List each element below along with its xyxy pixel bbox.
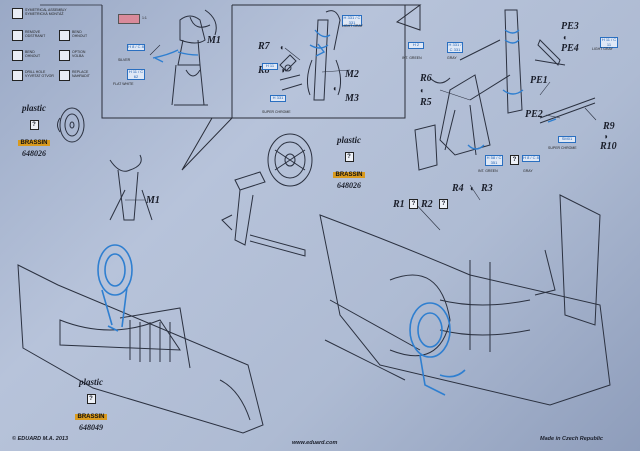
symmetry-icon-R7: ◐ — [280, 43, 285, 52]
part-label-R1: R1 — [393, 199, 405, 210]
callout-pointer — [181, 117, 240, 171]
part-label-R5: R5 — [420, 97, 432, 108]
color-callout-7: H 331 / C 331 — [447, 42, 463, 53]
color-callout-4: H 331 — [270, 95, 286, 102]
part-label-R2: R2 — [421, 199, 433, 210]
supplement-3: plastic ? BRASSIN 648049 — [75, 377, 107, 432]
option-box-R1: ? — [409, 199, 418, 209]
color-name-7: GRAY — [447, 56, 457, 60]
supplement-1: plastic ? BRASSIN 648026 — [18, 103, 50, 158]
part-label-M1-top: M1 — [207, 35, 221, 46]
option-box-sup2: ? — [344, 152, 354, 162]
part-label-R4: R4 — [452, 183, 464, 194]
color-callout-1: H 8 / C 8 — [127, 44, 145, 51]
footer-copyright: © EDUARD M.A. 2013 — [12, 436, 69, 442]
footer-made-in: Made in Czech Republic — [540, 436, 603, 442]
part-label-M1-mid: M1 — [146, 195, 160, 206]
symmetry-icon-M2: ◐ — [333, 84, 338, 93]
symmetry-icon-PE3: ◐ — [563, 33, 568, 42]
color-name-3: LIGHT GRAY — [342, 24, 363, 28]
color-callout-9: SM01 — [558, 136, 576, 143]
color-callout-6: H 2 — [408, 42, 424, 49]
part-label-PE2: PE2 — [525, 109, 543, 120]
part-label-M3: M3 — [345, 93, 359, 104]
part-label-PE3: PE3 — [561, 21, 579, 32]
color-name-11: GRAY — [523, 169, 533, 173]
footer-website: www.eduard.com — [292, 440, 338, 446]
part-label-R7: R7 — [258, 41, 270, 52]
part-label-R6: R6 — [420, 73, 432, 84]
part-label-M2: M2 — [345, 69, 359, 80]
symmetry-icon-R9: ◑ — [603, 132, 608, 141]
replace-icon — [59, 70, 70, 81]
drill-hole-icon — [12, 70, 23, 81]
color-name-4: SUPER CHROME — [262, 110, 291, 114]
color-name-9: SUPER CHROME — [548, 146, 577, 150]
part-label-PE1: PE1 — [530, 75, 548, 86]
option-box-1: ? — [510, 155, 519, 165]
part-label-R9: R9 — [603, 121, 615, 132]
legend: SYMETRICAL ASSEMBLY SYMETRICKÁ MONTÁŽ RE… — [12, 8, 102, 108]
part-label-R3: R3 — [481, 183, 493, 194]
color-name-2: FLAT WHITE — [113, 82, 134, 86]
color-callout-5: H 11 — [262, 63, 278, 70]
color-callout-8: H 11 / C 11 — [600, 37, 618, 48]
bend-over-icon — [12, 50, 23, 61]
bend-icon — [59, 30, 70, 41]
color-name-1: SILVER — [118, 58, 131, 62]
option-box-R2: ? — [439, 199, 448, 209]
symmetry-icon-R8: ◑ — [280, 66, 285, 75]
swatch-value: 1:1 — [142, 16, 147, 20]
color-name-8: LIGHT GRAY — [592, 47, 613, 51]
option-box-sup1: ? — [29, 120, 39, 130]
color-callout-3: H 331 / C 331 — [342, 15, 362, 26]
symmetry-icon-R6: ◐ — [420, 86, 425, 95]
color-name-6: INT. GREEN — [402, 56, 422, 60]
symmetrical-assembly-icon — [12, 8, 23, 19]
option-box-sup3: ? — [86, 394, 96, 404]
color-callout-10: H 58 / C 351 — [485, 155, 503, 166]
part-label-R10: R10 — [600, 141, 617, 152]
symmetry-icon-R4: ◐ — [470, 184, 475, 193]
color-name-10: INT. GREEN — [478, 169, 498, 173]
part-label-R8: R8 — [258, 65, 270, 76]
option-icon — [59, 50, 70, 61]
color-callout-2: H 11 / C 62 — [127, 69, 145, 80]
part-label-PE4: PE4 — [561, 43, 579, 54]
remove-icon — [12, 30, 23, 41]
color-callout-11: H 8 / C 8 — [522, 155, 540, 162]
supplement-2: plastic ? BRASSIN 648026 — [333, 135, 365, 190]
color-swatch — [118, 14, 140, 24]
